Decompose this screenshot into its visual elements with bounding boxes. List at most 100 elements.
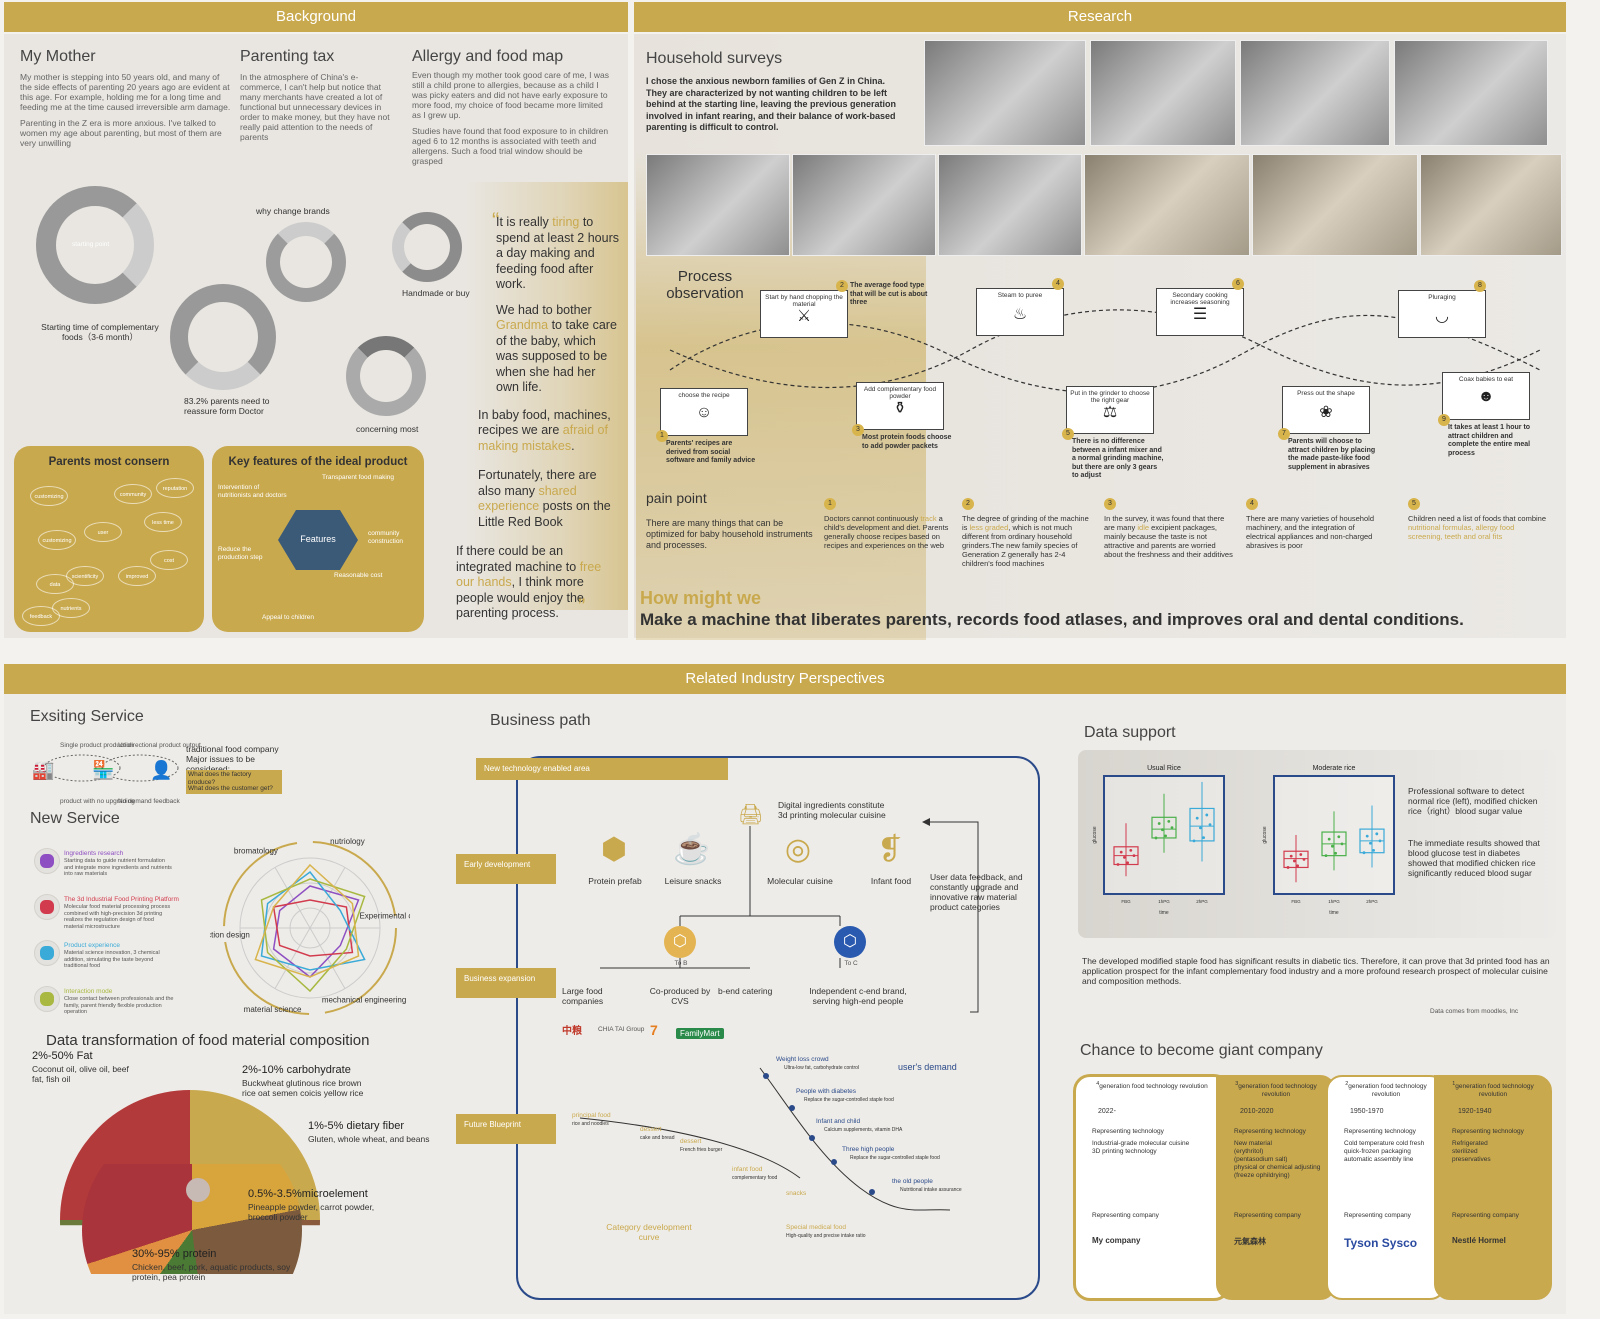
feature-item: Reasonable cost — [334, 572, 383, 579]
concern-bubble: less time consuming — [144, 512, 182, 532]
pain-title: pain point — [646, 490, 707, 506]
box-chart-xlabel: time — [1159, 910, 1169, 916]
process-step-number: 2 — [836, 280, 848, 292]
why-change-label: why change brands — [256, 206, 330, 216]
process-step-note: Parents will choose to attract children … — [1288, 438, 1376, 471]
concerning-donut — [346, 336, 426, 416]
process-step-box — [660, 388, 748, 436]
process-step-number: 3 — [852, 424, 864, 436]
printer-icon: 🖨 — [738, 804, 764, 826]
early-label: Early development — [456, 854, 556, 884]
feedback-arrow — [922, 818, 979, 1013]
box-point — [1296, 864, 1299, 868]
process-step-icon: ☰ — [1192, 306, 1208, 323]
service-title: Product experience — [64, 942, 121, 949]
process-step-number: 4 — [1052, 278, 1064, 290]
process-photo — [1252, 154, 1418, 256]
process-step-note: The average food type that will be cut i… — [850, 282, 928, 306]
process-step-icon: ♨ — [1012, 306, 1028, 323]
service-icon — [40, 854, 54, 868]
process-step-number: 7 — [1278, 428, 1290, 440]
data-support-title: Data support — [1084, 724, 1176, 741]
box-point — [1164, 834, 1167, 838]
service-icon — [40, 992, 54, 1006]
process-photo — [1084, 154, 1250, 256]
generation-company-label: Representing company — [1092, 1212, 1159, 1219]
process-step-icon: ◡ — [1435, 308, 1449, 325]
box-tick: 1hPG — [1158, 899, 1170, 904]
process-step-box — [1282, 386, 1370, 434]
service-desc: Material science innovation, 3 chemical … — [64, 950, 160, 969]
fiber-desc: Gluten, whole wheat, and beans — [308, 1134, 430, 1144]
brand-logo: 中粮 — [562, 1026, 582, 1037]
process-step-label: Start by hand chopping the material — [765, 294, 843, 308]
service-desc: Molecular food material processing proce… — [64, 904, 171, 930]
handmade-label: Handmade or buy — [402, 288, 470, 298]
process-step-icon: ❀ — [1319, 404, 1333, 421]
user-demand-title: the old people — [892, 1178, 933, 1185]
box-point — [1299, 853, 1303, 856]
category-title: infant food — [732, 1166, 763, 1173]
process-photo — [938, 154, 1082, 256]
generation-tech: New material (erythritol) (pentasodium s… — [1234, 1140, 1321, 1179]
box-point — [1132, 854, 1136, 858]
process-step-label: Steam to puree — [997, 292, 1043, 299]
data-source: Data comes from moodles, Inc — [1430, 1008, 1519, 1015]
box-point — [1331, 844, 1334, 848]
box-point — [1129, 848, 1133, 852]
pain-text: Children need a list of foods that combi… — [1408, 514, 1546, 541]
brand-logo: CHIA TAI Group — [598, 1026, 645, 1033]
process-title: Process observation — [666, 268, 744, 302]
generation-head: 4generation food technology revolution — [1096, 1081, 1208, 1091]
research-header: Research — [634, 2, 1566, 32]
box-point — [1116, 863, 1120, 866]
radar-axis-label: interaction design — [210, 931, 250, 940]
data-summary: The developed modified staple food has s… — [1082, 956, 1550, 986]
existing-company: traditional food company Major issues to… — [186, 744, 279, 774]
box-point — [1302, 857, 1306, 861]
handmade-donut — [392, 212, 462, 282]
b-item: Co-produced by CVS — [649, 986, 711, 1006]
generation-years: 2010-2020 — [1240, 1108, 1274, 1115]
feedback-text: User data feedback, and constantly upgra… — [930, 872, 1023, 912]
box-point — [1205, 813, 1209, 817]
pain-number: 1 — [824, 498, 836, 510]
survey-title: Household surveys — [646, 50, 783, 67]
cat-label: Molecular cuisine — [767, 876, 833, 886]
box-point — [1293, 859, 1296, 863]
box-point — [1365, 834, 1369, 838]
generation-card — [1434, 1075, 1552, 1300]
box-tick: 2hPG — [1196, 899, 1208, 904]
service-desc: Starting data to guide nutrient formulat… — [64, 858, 172, 877]
box-point — [1126, 861, 1129, 865]
protein-prefab-icon: ⬢ — [600, 833, 628, 866]
generation-company-label: Representing company — [1344, 1212, 1411, 1219]
cat-label: Leisure snacks — [664, 876, 722, 886]
generation-company-label: Representing company — [1452, 1212, 1519, 1219]
box-iqr — [1283, 850, 1309, 869]
process-step-note: There is no difference between a infant … — [1072, 438, 1164, 479]
process-step-label: Secondary cooking increases seasoning — [1170, 292, 1230, 306]
my-mother-text: My mother is stepping into 50 years old,… — [20, 72, 231, 148]
box-chart-title: Usual Rice — [1147, 765, 1181, 772]
generation-years: 2022- — [1098, 1108, 1116, 1115]
carb-desc: Buckwheat glutinous rice brown rice oat … — [242, 1078, 364, 1098]
molecular-cuisine-icon: ◎ — [784, 833, 812, 866]
process-step-box — [1066, 386, 1154, 434]
process-step-note: Parents' recipes are derived from social… — [666, 440, 756, 464]
pain-text: There are many varieties of household ma… — [1246, 514, 1374, 550]
process-step-box — [856, 382, 944, 430]
cat-label: Protein prefab — [588, 876, 642, 886]
generation-card — [1074, 1075, 1230, 1300]
to-b-label: To B — [674, 960, 688, 967]
generation-company: 元氣森林 — [1234, 1237, 1266, 1246]
to-c-icon: ⬡ — [834, 926, 866, 958]
feature-item: Appeal to children — [262, 614, 315, 621]
to-b-icon: ⬡ — [664, 926, 696, 958]
generation-company: Tyson Sysco — [1344, 1236, 1418, 1250]
box-point — [1289, 854, 1293, 858]
process-step-box — [1442, 372, 1530, 420]
survey-photo — [924, 40, 1086, 146]
box-point — [1199, 826, 1202, 830]
box-point — [1157, 822, 1161, 825]
